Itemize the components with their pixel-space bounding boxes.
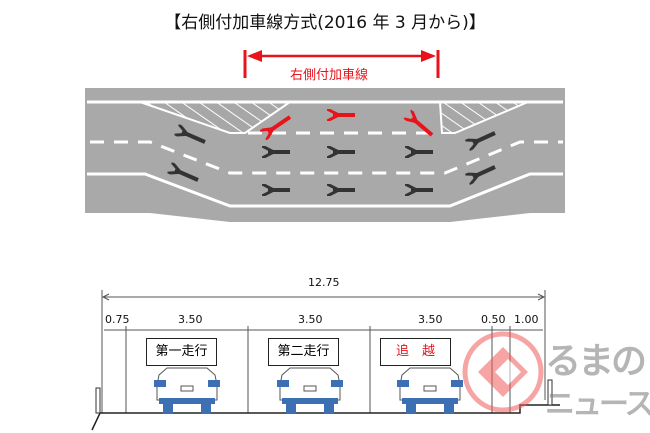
lane-label-passing: 追 越 (380, 338, 451, 366)
width-lane-1: 3.50 (178, 313, 203, 326)
diagram-title: 【右側付加車線方式(2016 年 3 月から)】 (164, 13, 486, 33)
lane-label-second-travel: 第二走行 (268, 338, 339, 366)
width-strip: 0.50 (481, 313, 506, 326)
width-lane-2: 3.50 (298, 313, 323, 326)
width-shoulder-left: 0.75 (105, 313, 130, 326)
watermark-logo-icon (462, 331, 544, 413)
added-lane-label: 右側付加車線 (290, 68, 369, 83)
lane-label-first-travel: 第一走行 (146, 338, 217, 366)
car-icons (154, 367, 463, 414)
added-lane-bracket (243, 50, 440, 78)
width-lane-3: 3.50 (418, 313, 443, 326)
width-shoulder-right: 1.00 (514, 313, 539, 326)
total-width-label: 12.75 (308, 276, 340, 289)
lane-markings (87, 131, 563, 208)
watermark-text-top: るまの (545, 341, 647, 382)
traffic-arrows (175, 132, 496, 190)
watermark-text-bottom: ニュース (545, 387, 650, 422)
passing-lane-arrows (268, 115, 434, 135)
